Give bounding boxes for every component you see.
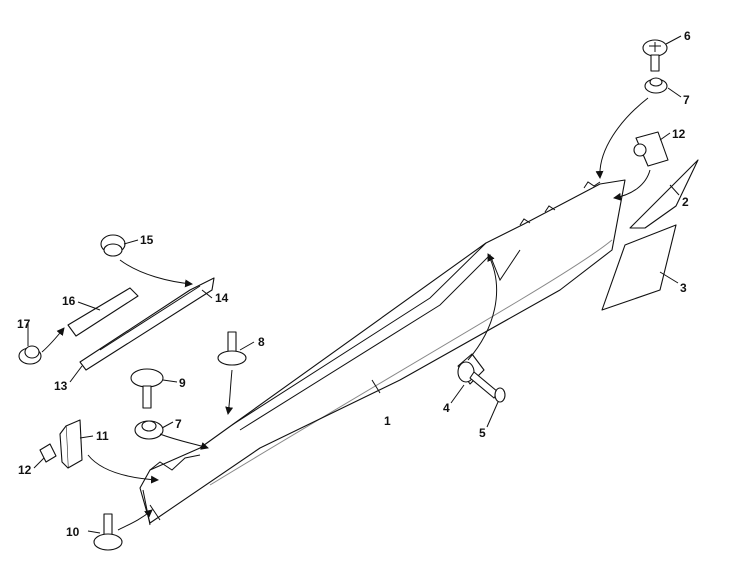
callout-6: 6: [684, 29, 691, 43]
callout-9: 9: [179, 376, 186, 390]
bolt-10: [93, 513, 123, 551]
callout-10: 10: [66, 525, 80, 539]
leader-lines: [27, 35, 682, 534]
callout-13: 13: [54, 379, 68, 393]
callout-12-lower: 12: [18, 463, 32, 477]
grommet-17: [18, 345, 42, 365]
bracket-11: [59, 419, 83, 469]
callout-4: 4: [443, 401, 450, 415]
callout-8: 8: [258, 335, 265, 349]
bolt-5: [469, 371, 506, 403]
callout-3: 3: [680, 281, 687, 295]
callout-17: 17: [17, 317, 31, 331]
mud-flap-upper: [629, 159, 699, 229]
nut-7-upper: [644, 77, 668, 94]
callout-7-lower: 7: [175, 417, 182, 431]
nut-7-lower: [134, 420, 164, 440]
trim-16: [67, 287, 139, 337]
callout-16: 16: [62, 294, 76, 308]
callout-12-upper: 12: [672, 127, 686, 141]
callout-15: 15: [140, 233, 154, 247]
bolt-9: [130, 368, 164, 409]
mud-flap-lower: [601, 224, 677, 311]
clip-12-upper: [633, 131, 669, 167]
callout-14: 14: [215, 291, 229, 305]
trim-strip-13: [79, 277, 215, 371]
callout-2: 2: [682, 195, 689, 209]
callout-1: 1: [384, 414, 391, 428]
callout-7-upper: 7: [683, 93, 690, 107]
side-sill-garnish: [139, 179, 626, 526]
callout-5: 5: [479, 426, 486, 440]
screw-6: [642, 39, 668, 72]
grommet-15: [100, 234, 126, 257]
bolt-8: [217, 331, 247, 366]
callout-labels: 1 2 3 4 5 6 7 7 8 9 10 11 12 12 13 14 15…: [17, 29, 691, 539]
callout-11: 11: [96, 429, 109, 443]
assembly-arrows: [41, 97, 651, 531]
